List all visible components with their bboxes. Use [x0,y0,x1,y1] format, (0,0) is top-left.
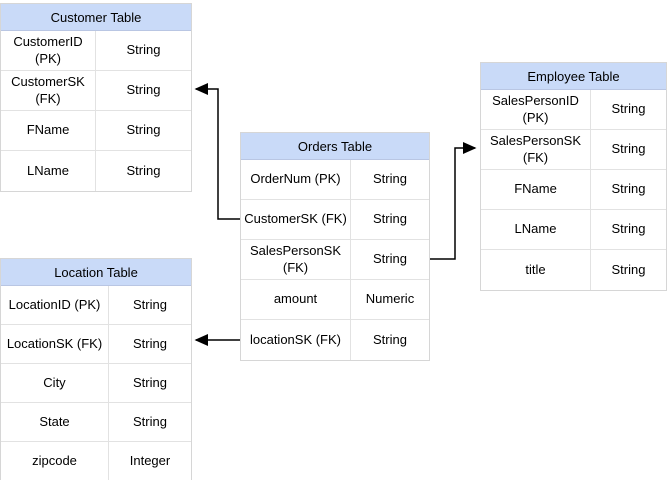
table-row: CustomerID (PK) String [1,31,191,71]
table-row: zipcode Integer [1,442,191,480]
field-name: CustomerSK (FK) [241,200,351,239]
table-row: LocationSK (FK) String [1,325,191,364]
field-type: String [133,335,167,351]
field-type: String [126,162,161,178]
field-type: String [373,251,407,267]
connector-orders-to-employee[interactable] [430,142,477,260]
field-type: String [133,374,167,390]
customer-table-title: Customer Table [1,4,191,31]
field-name: zipcode [1,442,109,480]
orders-table[interactable]: Orders Table OrderNum (PK) String Custom… [240,132,430,361]
table-row: title String [481,250,666,290]
field-type: String [126,42,161,58]
field-name: FName [481,170,591,209]
table-row: LocationID (PK) String [1,286,191,325]
field-name: FName [1,111,96,150]
field-type: String [611,141,646,157]
field-type: String [133,413,167,429]
connector-orders-to-customer[interactable] [194,83,240,220]
table-row: CustomerSK (FK) String [1,71,191,111]
table-row: SalesPersonSK (FK) String [241,240,429,280]
location-table-title: Location Table [1,259,191,286]
table-row: SalesPersonSK (FK) String [481,130,666,170]
field-type: String [126,82,161,98]
field-name: amount [241,280,351,319]
field-type: String [611,181,646,197]
field-type: String [133,296,167,312]
table-row: FName String [1,111,191,151]
table-row: amount Numeric [241,280,429,320]
table-row: OrderNum (PK) String [241,160,429,200]
table-row: SalesPersonID (PK) String [481,90,666,130]
location-table[interactable]: Location Table LocationID (PK) String Lo… [0,258,192,480]
field-name: SalesPersonSK (FK) [241,240,351,279]
field-name: OrderNum (PK) [241,160,351,199]
field-type: String [611,221,646,237]
employee-table-title: Employee Table [481,63,666,90]
field-name: City [1,364,109,402]
field-type: Integer [129,453,171,469]
field-name: locationSK (FK) [241,320,351,360]
field-type: String [373,171,407,187]
field-type: String [126,122,161,138]
table-row: State String [1,403,191,442]
customer-table[interactable]: Customer Table CustomerID (PK) String Cu… [0,3,192,192]
field-name: LocationSK (FK) [1,325,109,363]
orders-table-title: Orders Table [241,133,429,160]
table-row: City String [1,364,191,403]
field-name: SalesPersonSK (FK) [481,130,591,169]
field-name: SalesPersonID (PK) [481,90,591,129]
field-type: String [611,101,646,117]
field-name: CustomerID (PK) [1,31,96,70]
field-type: Numeric [365,291,415,307]
field-type: String [373,331,407,347]
table-row: LName String [481,210,666,250]
field-name: CustomerSK (FK) [1,71,96,110]
table-row: locationSK (FK) String [241,320,429,360]
field-type: String [373,211,407,227]
table-row: CustomerSK (FK) String [241,200,429,240]
field-name: title [481,250,591,290]
field-type: String [611,261,646,277]
table-row: LName String [1,151,191,191]
field-name: State [1,403,109,441]
field-name: LName [1,151,96,191]
employee-table[interactable]: Employee Table SalesPersonID (PK) String… [480,62,667,291]
field-name: LName [481,210,591,249]
field-name: LocationID (PK) [1,286,109,324]
table-row: FName String [481,170,666,210]
